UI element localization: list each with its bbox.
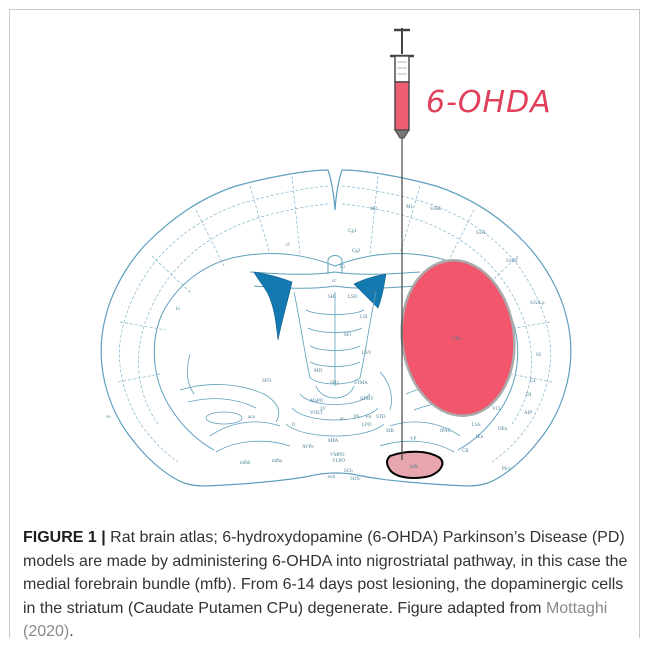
atlas-label-shy: SHy	[330, 381, 339, 386]
figure-label: FIGURE 1 |	[23, 529, 106, 546]
atlas-label-lpo: LPO	[362, 423, 372, 428]
drug-label: 6-OHDA	[426, 85, 552, 120]
atlas-label-3v: 3V	[320, 407, 327, 412]
atlas-label-cpu: CPu	[452, 337, 461, 342]
atlas-label-cg2: Cg2	[352, 249, 361, 254]
atlas-label-cc: cc	[332, 279, 337, 284]
atlas-label-ipac: IPAC	[440, 429, 452, 434]
atlas-label-ig: IG	[340, 265, 346, 270]
atlas-label-ien: IEn	[476, 435, 484, 440]
atlas-label-lo: lo	[176, 307, 180, 312]
atlas-label-s1dz: S1DZ	[506, 259, 518, 264]
atlas-label-pir1: Pir1	[502, 467, 511, 472]
atlas-label-std: STD	[376, 415, 386, 420]
atlas-label-stmv: STMV	[360, 397, 374, 402]
figure-caption: FIGURE 1 | Rat brain atlas; 6-hydroxydop…	[23, 526, 629, 644]
atlas-label-vmpo: VMPO	[330, 453, 345, 458]
atlas-label-mfbb: mfbb	[240, 461, 251, 466]
atlas-label-s2: S2	[536, 353, 542, 358]
atlas-label-md: MD	[314, 369, 322, 374]
caption-text: Rat brain atlas; 6-hydroxydopamine (6-OH…	[23, 529, 627, 617]
atlas-label-aca: aca	[248, 415, 255, 420]
atlas-label-sox: SOX	[350, 477, 360, 482]
atlas-label-aip: AIP	[524, 411, 532, 416]
left-subcortical	[180, 354, 290, 452]
atlas-label-di: DI	[526, 393, 532, 398]
atlas-label-lss: LSS	[472, 423, 481, 428]
atlas-label-fu: Fu	[366, 415, 372, 420]
atlas-label-mfba: mfba	[272, 459, 283, 464]
atlas-label-m2: M2	[370, 207, 377, 212]
left-lateral-ventricle	[254, 272, 292, 340]
atlas-label-sch: SCh	[344, 469, 353, 474]
atlas-label-vlpo: VLPO	[332, 459, 345, 464]
atlas-label-fi: fi	[292, 423, 296, 428]
syringe-fluid	[395, 82, 409, 130]
atlas-label-avpe: AVPe	[302, 445, 314, 450]
caption-end: .	[69, 623, 73, 640]
atlas-label-och: och	[328, 475, 336, 480]
figure-panel: 6-OHDA M2 M1 S1HL S1FL S1DZ S1ULp Cg1 Cg…	[9, 9, 640, 638]
atlas-label-cb: CB	[462, 449, 469, 454]
atlas-label-cl: cl	[286, 243, 290, 248]
atlas-label-mfb: mfb	[410, 465, 419, 470]
atlas-label-gi: GI	[530, 379, 536, 384]
atlas-label-s1hl: S1HL	[430, 207, 442, 212]
atlas-label-s1fl: S1FL	[476, 231, 487, 236]
syringe-icon	[390, 28, 414, 460]
atlas-label-m1: M1	[406, 205, 413, 210]
atlas-label-lsi: LSI	[360, 315, 368, 320]
atlas-label-lv: LV	[370, 291, 377, 296]
atlas-label-lsd: LSD	[348, 295, 358, 300]
atlas-label-ps: PS	[354, 415, 360, 420]
atlas-label-vcl: VCl	[492, 407, 501, 412]
brain-atlas-figure: 6-OHDA M2 M1 S1HL S1FL S1DZ S1ULp Cg1 Cg…	[10, 10, 639, 500]
atlas-label-sfi: SFi	[344, 333, 352, 338]
atlas-label-sib: SIB	[386, 429, 394, 434]
atlas-label-shi: SHi	[328, 295, 336, 300]
atlas-label-vp: VP	[410, 437, 417, 442]
atlas-label-ve: ve	[106, 415, 112, 420]
atlas-label-ac: ac	[340, 417, 345, 422]
atlas-label-mnpo: MnPO	[310, 399, 324, 404]
atlas-label-den: DEn	[498, 427, 508, 432]
atlas-label-lsv: LSV	[362, 351, 372, 356]
atlas-label-stma: STMA	[354, 381, 368, 386]
brain-atlas-illustration: 6-OHDA M2 M1 S1HL S1FL S1DZ S1ULp Cg1 Cg…	[10, 10, 639, 500]
atlas-label-cg1: Cg1	[348, 229, 357, 234]
atlas-label-mpa: MPA	[328, 439, 339, 444]
atlas-label-s1ulp: S1ULp	[530, 301, 545, 306]
atlas-label-sfo: SFO	[262, 379, 272, 384]
